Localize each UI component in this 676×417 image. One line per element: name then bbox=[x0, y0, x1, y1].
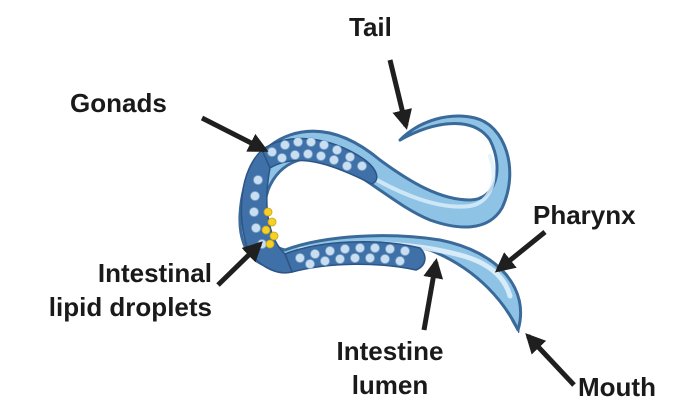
mouth-arrow bbox=[528, 336, 574, 385]
gonads-arrow bbox=[202, 118, 265, 150]
lipid-label-line2: lipid droplets bbox=[12, 292, 212, 322]
germ-cell bbox=[343, 162, 352, 171]
lipid-droplet bbox=[262, 226, 270, 234]
germ-cell bbox=[296, 254, 305, 263]
germ-cell bbox=[304, 150, 313, 159]
gonads-label: Gonads bbox=[70, 88, 167, 118]
germ-cell bbox=[306, 260, 315, 269]
germ-cell bbox=[330, 156, 339, 165]
germ-cell bbox=[294, 138, 303, 147]
lumen-arrow bbox=[424, 262, 436, 330]
germ-cell bbox=[371, 244, 380, 253]
germ-cell bbox=[356, 244, 365, 253]
germ-cell bbox=[268, 148, 277, 157]
lumen-label-line1: Intestine bbox=[316, 336, 464, 366]
germ-cell bbox=[333, 146, 342, 155]
germ-cell bbox=[341, 245, 350, 254]
tail-arrow bbox=[390, 60, 406, 126]
lipid-arrow bbox=[218, 244, 260, 285]
germ-cell bbox=[311, 250, 320, 259]
germ-cell bbox=[321, 257, 330, 266]
germ-cell bbox=[336, 255, 345, 264]
mouth-label: Mouth bbox=[578, 372, 656, 402]
germ-cell bbox=[250, 208, 259, 217]
germ-cell bbox=[351, 254, 360, 263]
lipid-droplet bbox=[264, 208, 272, 216]
germ-cell bbox=[251, 192, 260, 201]
pharynx-label: Pharynx bbox=[533, 200, 636, 230]
lipid-label-line1: Intestinal bbox=[40, 258, 212, 288]
germ-cell bbox=[381, 255, 390, 264]
lumen-label-line2: lumen bbox=[316, 370, 464, 400]
pharynx-arrow bbox=[498, 232, 545, 270]
germ-cell bbox=[358, 162, 367, 171]
germ-cell bbox=[401, 247, 410, 256]
germ-cell bbox=[278, 154, 287, 163]
germ-cell bbox=[291, 151, 300, 160]
lipid-droplet bbox=[268, 218, 276, 226]
germ-cell bbox=[326, 247, 335, 256]
germ-cell bbox=[307, 138, 316, 147]
germ-cell bbox=[320, 141, 329, 150]
lipid-droplet bbox=[266, 240, 274, 248]
germ-cell bbox=[346, 153, 355, 162]
germ-cell bbox=[386, 245, 395, 254]
germ-cell bbox=[396, 257, 405, 266]
germ-cell bbox=[254, 176, 263, 185]
tail-label: Tail bbox=[349, 12, 392, 42]
germ-cell bbox=[281, 141, 290, 150]
germ-cell bbox=[252, 224, 261, 233]
germ-cell bbox=[366, 254, 375, 263]
lipid-droplet bbox=[270, 232, 278, 240]
germ-cell bbox=[317, 152, 326, 161]
